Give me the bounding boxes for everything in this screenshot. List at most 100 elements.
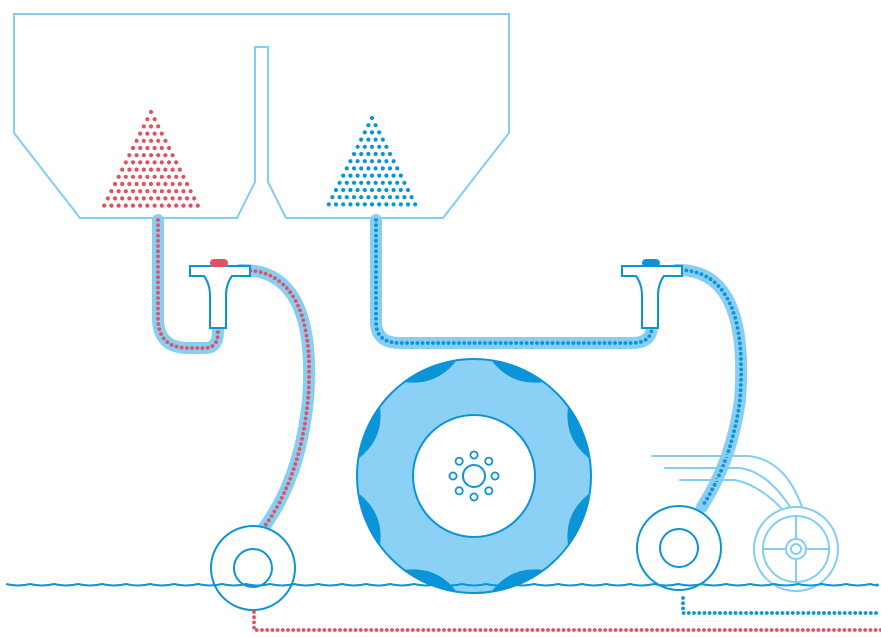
blue-flow-dot [472,341,477,345]
blue-flow-dot [735,414,740,418]
blue-flow-dot [736,408,741,413]
blue-flow-dot [623,341,628,345]
red-seed-dot [141,124,146,129]
blue-flow-dot [374,264,378,269]
blue-seed-dot [373,151,378,157]
red-flow-dot [156,275,160,280]
red-seed-dot [148,181,154,187]
blue-seed-dot [366,166,371,171]
blue-seed-dot [359,166,364,171]
red-flow-dot [156,285,160,290]
blue-seed-dot [344,166,349,171]
red-seed-dot [145,145,150,151]
blue-flow-dot [451,341,456,345]
red-seed-dot [138,174,143,179]
red-planted-dot [754,628,758,632]
blue-flow-dot [719,468,723,473]
blue-seed-dot [341,202,346,207]
blue-planted-dot [853,611,858,615]
blue-flow-dot [436,341,441,345]
blue-seed-dot [359,195,364,200]
red-seed-dot [112,181,118,187]
drive-wheel-treads [358,360,590,592]
red-planted-dot [384,628,389,632]
blue-planted-dot [754,611,759,615]
red-seed-dot [148,153,154,158]
red-seed-dot [174,189,179,194]
blue-flow-dot [384,338,389,343]
red-seed-dot [134,196,139,201]
red-planted-dot [473,628,478,632]
red-flow-dot [300,437,304,441]
red-seed-dot [152,189,157,194]
red-seed-dot [134,138,139,143]
blue-flow-dot [739,362,743,367]
red-seed-dot [123,174,128,179]
blue-planted-dot [697,611,702,615]
blue-seed-dot [395,166,400,171]
red-planted-dot [395,628,400,632]
blue-planted-dot [790,611,795,615]
red-flow-dot [156,270,160,274]
red-planted-dot [520,628,524,632]
blue-planted-dot [874,611,878,615]
blue-flow-dot [410,341,415,345]
blue-flow-dot [374,285,378,290]
red-seed-dot [181,174,186,179]
red-planted-dot [280,628,285,632]
blue-flow-dot [483,341,487,345]
blue-flow-dot [394,341,399,345]
red-seed-dot [145,203,150,208]
blue-seed-dot [351,180,357,185]
blue-flow-dot [446,341,451,345]
blue-flow-dot [726,449,731,454]
red-planted-dot [252,620,256,625]
red-planted-dot [286,628,290,632]
blue-flow-dot [374,218,378,222]
red-flow-dot [303,416,308,421]
red-planted-dot [546,628,550,632]
red-seed-dot [166,160,172,165]
red-planted-dot [390,628,394,632]
left-valve-indicator [210,259,228,267]
red-planted-dot [592,628,597,632]
red-flow-dot [302,426,306,431]
blue-flow-dot [374,311,378,316]
blue-planted-dot [681,606,685,611]
blue-flow-dot [405,341,409,345]
red-flow-dot [286,481,291,486]
blue-flow-dot [561,341,565,345]
tread-lug [358,493,381,546]
hub-hole [490,471,500,481]
red-flow-dot [288,290,293,295]
blue-flow-dot [719,288,724,292]
blue-seed-dot [355,173,360,178]
red-flow-dot [307,359,311,364]
blue-planted-dot [837,611,842,615]
red-seed-dot [116,203,121,208]
red-seed-dot [123,189,128,194]
blue-flow-dot [540,341,545,345]
red-planted-dot [348,628,353,632]
blue-flow-dot [727,301,732,306]
red-flow-dot [304,333,309,338]
blue-planted-dot [770,611,774,615]
red-planted-dot [327,628,332,632]
red-planted-dot [878,628,881,632]
blue-planted-dot [801,611,806,615]
blue-flow-dot [374,327,379,331]
blue-seed-dot [362,187,367,193]
blue-seed-dot [351,166,357,171]
red-seed-dot [188,189,193,194]
red-planted-dot [317,628,322,632]
red-seed-dot [116,189,121,194]
blue-flow-dot [618,341,623,345]
blue-flow-dot [576,341,581,345]
red-planted-dot [702,628,706,632]
red-planted-dot [790,628,795,632]
blue-seed-dot [348,159,353,164]
red-planted-dot [400,628,405,632]
red-flow-dot [277,279,282,283]
red-seed-dot [148,196,154,201]
material-flow-dots [156,218,744,531]
